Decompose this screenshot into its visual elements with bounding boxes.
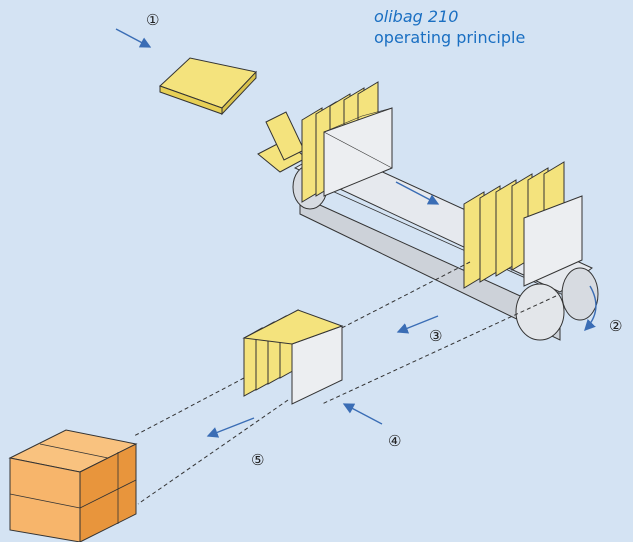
diagram-subtitle: operating principle — [374, 28, 526, 47]
diagram-title: olibag 210 operating principle — [374, 6, 525, 48]
compression-arrow — [342, 403, 383, 425]
step-1-label: ① — [146, 11, 159, 29]
bag-stack-right — [463, 161, 583, 289]
step-5-label: ⑤ — [251, 451, 264, 469]
transfer-arrow — [396, 315, 439, 334]
bag-stack-left — [301, 81, 393, 203]
step-2-label: ② — [609, 317, 622, 335]
roller-rotation-arrow — [584, 285, 597, 332]
step-3-label: ③ — [429, 327, 442, 345]
incoming-bag — [159, 57, 257, 116]
tipping-bags — [257, 111, 307, 173]
step-4-label: ④ — [388, 432, 401, 450]
compressed-bag-stack — [242, 309, 344, 405]
drive-roller-right — [515, 283, 565, 341]
belt-direction-arrow — [395, 181, 440, 205]
feed-arrow — [115, 28, 152, 48]
shipping-box — [8, 429, 138, 542]
packing-arrow — [206, 417, 255, 438]
product-name: olibag 210 — [374, 7, 459, 26]
